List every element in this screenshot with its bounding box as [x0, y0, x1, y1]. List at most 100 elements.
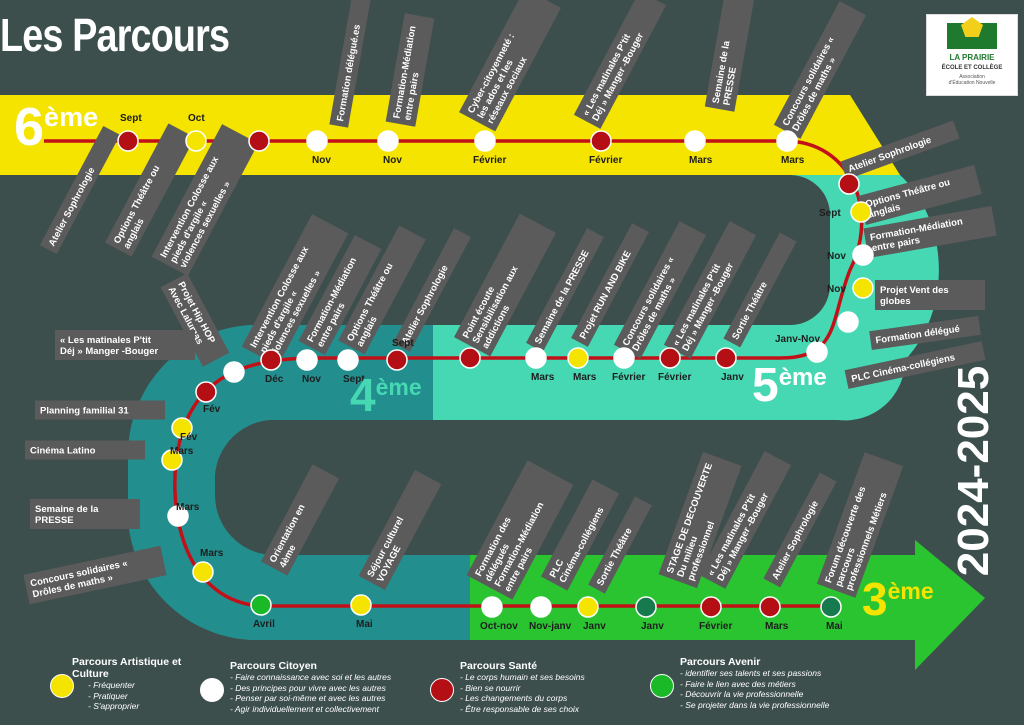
legend-yellow-dot — [50, 674, 74, 698]
legend-item-text: - Des principes pour vivre avec les autr… — [230, 682, 386, 693]
stop-date: Mars — [531, 372, 555, 383]
stop-date: Oct — [188, 113, 205, 124]
stop-white-dot — [481, 596, 503, 618]
activity-tag-bg — [540, 479, 620, 591]
legend-item-yellow: Parcours Artistique et Culture- Fréquent… — [50, 656, 280, 716]
stop-red-dot — [459, 347, 481, 369]
stop-date: Février — [612, 372, 645, 383]
legend-item-text: - Faire le lien avec des métiers — [680, 678, 796, 689]
level-label-3: 3ème — [862, 576, 934, 622]
stop-date: Janv — [583, 621, 606, 632]
legend-title: Parcours Artistique et Culture — [72, 656, 182, 680]
legend-items: - Le corps humain et ses besoins- Bien s… — [460, 672, 585, 714]
stop-yellow-dot — [192, 561, 214, 583]
stop-date: Février — [473, 155, 506, 166]
legend-items: - Faire connaissance avec soi et les aut… — [230, 672, 391, 714]
stop-white-dot — [306, 130, 328, 152]
activity-tag-bg — [858, 164, 982, 226]
stop-red-dot — [700, 596, 722, 618]
stop-yellow-dot — [171, 417, 193, 439]
stop-white-dot — [530, 596, 552, 618]
level-suffix: ème — [375, 374, 422, 400]
legend-item-text: - identifier ses talents et ses passions — [680, 668, 822, 678]
legend-item-text: - Les changements du corps — [460, 693, 568, 703]
stop-red-dot — [659, 347, 681, 369]
stop-white-dot — [296, 349, 318, 371]
legend-white-dot — [200, 678, 224, 702]
legend-item-text: - S'approprier — [88, 701, 140, 711]
stop-white-dot — [167, 505, 189, 527]
activity-tag-bg — [151, 124, 259, 276]
level-number: 4 — [350, 369, 376, 421]
activity-tag-bg — [393, 228, 471, 352]
legend-item-text: - Bien se nourrir — [460, 682, 521, 693]
activity-tag: Planning familial 31 — [35, 400, 165, 420]
activity-tag-bg — [840, 120, 960, 180]
activity-tag-bg — [459, 0, 561, 132]
stop-red-dot — [838, 173, 860, 195]
stop-white-dot — [613, 347, 635, 369]
activity-tag-bg — [260, 464, 340, 576]
activity-tag-bg — [23, 545, 167, 605]
activity-tag-bg — [30, 499, 140, 529]
stop-dkgreen-dot — [635, 596, 657, 618]
activity-tag-bg — [298, 234, 382, 356]
activity-tag-bg — [454, 213, 556, 357]
activity-tag-text: Cinéma Latino — [30, 446, 96, 457]
stop-date: Sept — [120, 113, 142, 124]
legend-item-red: Parcours Santé- Le corps humain et ses b… — [430, 660, 660, 720]
activity-tag-bg — [571, 223, 649, 347]
activity-tag-text: « Les matinales P'tit — [60, 335, 152, 346]
stop-yellow-dot — [161, 449, 183, 471]
activity-tag-bg — [241, 214, 349, 366]
stop-white-dot — [852, 244, 874, 266]
stop-date: Mars — [573, 372, 597, 383]
stop-date: Nov — [827, 284, 846, 295]
legend-title: Parcours Avenir — [680, 656, 761, 668]
level-number: 3 — [862, 573, 888, 625]
level-suffix: ème — [44, 102, 99, 132]
activity-tag-bg — [773, 1, 867, 139]
activity-tag-bg — [863, 205, 997, 259]
activity-tag-bg — [763, 472, 837, 588]
activity-tag-bg — [869, 315, 981, 351]
page-title: Les Parcours — [0, 9, 230, 61]
activity-tag-bg — [160, 273, 230, 367]
stop-date: Oct-nov — [480, 621, 518, 632]
stop-red-dot — [759, 596, 781, 618]
stop-date: Mai — [356, 619, 373, 630]
activity-tag-bg — [338, 225, 426, 355]
activity-tag-text: Déj » Manger -Bouger — [60, 346, 158, 357]
stop-green-dot — [250, 594, 272, 616]
stop-yellow-dot — [185, 130, 207, 152]
stop-white-dot — [474, 130, 496, 152]
stop-date: Nov-janv — [529, 621, 572, 632]
year-label: 2024-2025 — [949, 365, 998, 577]
activity-tag-bg — [358, 469, 442, 591]
activity-tag-bg — [573, 0, 667, 129]
stop-yellow-dot — [350, 594, 372, 616]
stop-date: Février — [589, 155, 622, 166]
stop-date: Sept — [392, 338, 414, 349]
legend-green-dot — [650, 674, 674, 698]
stop-date: Mars — [170, 446, 194, 457]
stop-white-dot — [525, 347, 547, 369]
stop-date: Mars — [765, 621, 789, 632]
activity-tag: Cyber-citoyenneté :les ados et lesréseau… — [459, 0, 561, 132]
level-suffix: ème — [778, 364, 827, 391]
legend-items: - Fréquenter- Pratiquer- S'approprier — [88, 680, 139, 712]
activity-tag-bg — [875, 280, 985, 310]
level-label-4: 4ème — [350, 372, 422, 418]
activity-tag-bg — [698, 451, 792, 589]
legend-item-white: Parcours Citoyen- Faire connaissance ave… — [200, 660, 430, 720]
activity-tag-bg — [658, 451, 742, 589]
stop-yellow-dot — [567, 347, 589, 369]
legend-item-text: - Découvrir la vie professionnelle — [680, 689, 804, 699]
stop-red-dot — [715, 347, 737, 369]
